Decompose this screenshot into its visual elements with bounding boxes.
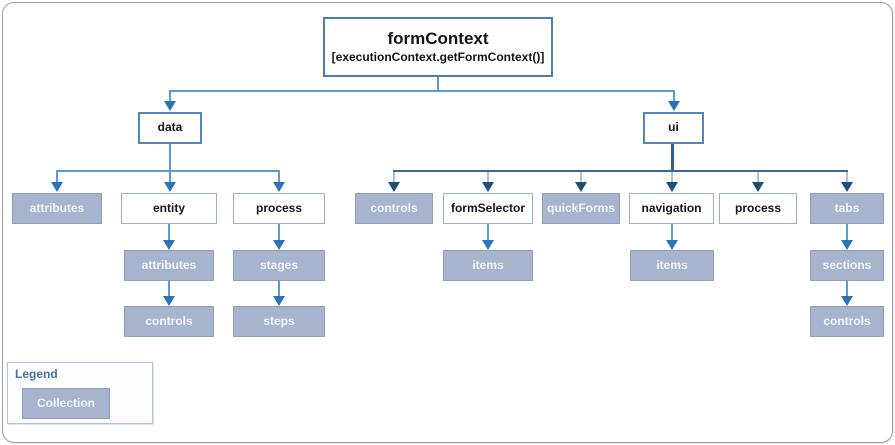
connector-line [168, 224, 170, 241]
connector-line [393, 172, 395, 182]
node-label: quickForms [546, 200, 615, 215]
connector-line [168, 281, 170, 297]
connector-line [169, 92, 171, 101]
arrowhead-icon [388, 182, 400, 192]
connector-line [487, 172, 489, 182]
connector-line [487, 224, 489, 241]
node-process-stages: stages [233, 250, 325, 281]
node-label: formSelector [450, 200, 526, 215]
arrowhead-icon [666, 182, 678, 192]
arrowhead-icon [51, 182, 63, 192]
node-label: sections [822, 257, 872, 272]
arrowhead-icon [666, 240, 678, 250]
node-entity-controls: controls [124, 306, 214, 337]
connector-line [846, 224, 848, 241]
node-label: process [255, 200, 303, 215]
node-sections-controls: controls [810, 306, 884, 337]
node-label: steps [263, 313, 295, 328]
node-navigation: navigation [629, 193, 714, 224]
connector-line [278, 281, 280, 297]
node-entity: entity [121, 193, 217, 224]
connector-line [757, 172, 759, 182]
connector-line [169, 172, 171, 182]
node-form-context-title: formContext [387, 29, 489, 49]
legend-collection-label: Collection [36, 395, 95, 410]
arrowhead-icon [752, 182, 764, 192]
node-tabs: tabs [810, 193, 884, 224]
connector-line [56, 172, 58, 182]
arrowhead-icon [273, 182, 285, 192]
node-data-label: data [157, 120, 183, 135]
connector-line [278, 172, 280, 182]
connector-line [671, 172, 673, 182]
arrowhead-icon [273, 240, 285, 250]
arrowhead-icon [841, 296, 853, 306]
node-label: navigation [641, 200, 702, 215]
node-form-context: formContext [executionContext.getFormCon… [323, 17, 553, 77]
node-label: controls [823, 313, 871, 328]
connector-line [846, 281, 848, 297]
arrowhead-icon [575, 182, 587, 192]
connector-line [673, 92, 675, 101]
node-entity-attributes: attributes [124, 250, 214, 281]
connector-line [671, 144, 674, 171]
node-label: process [734, 200, 782, 215]
arrowhead-icon [163, 296, 175, 306]
node-ui-process: process [719, 193, 797, 224]
arrowhead-icon [164, 101, 176, 111]
node-data: data [138, 112, 202, 144]
legend-title: Legend [15, 367, 58, 381]
node-form-selector: formSelector [443, 193, 533, 224]
connector-line [393, 170, 848, 172]
node-ui-label: ui [668, 120, 679, 135]
legend-panel: Legend Collection [7, 362, 153, 424]
node-label: stages [259, 257, 299, 272]
connector-line [437, 77, 439, 91]
connector-line [169, 90, 675, 92]
arrowhead-icon [841, 182, 853, 192]
node-ui: ui [643, 112, 704, 144]
node-tabs-sections: sections [810, 250, 884, 281]
node-data-attributes: attributes [12, 193, 102, 224]
node-ui-controls: controls [355, 193, 433, 224]
connector-line [671, 224, 673, 241]
node-label: attributes [141, 257, 197, 272]
arrowhead-icon [668, 101, 680, 111]
connector-line [278, 224, 280, 241]
arrowhead-icon [482, 240, 494, 250]
node-form-context-subtitle: [executionContext.getFormContext()] [331, 49, 545, 64]
node-navigation-items: items [630, 250, 714, 281]
legend-collection-swatch: Collection [22, 388, 110, 419]
connector-line [56, 170, 280, 172]
connector-line [169, 144, 171, 171]
node-quick-forms: quickForms [542, 193, 620, 224]
node-label: items [472, 257, 504, 272]
node-data-process: process [233, 193, 325, 224]
connector-line [580, 172, 582, 182]
arrowhead-icon [841, 240, 853, 250]
node-label: controls [145, 313, 193, 328]
arrowhead-icon [164, 182, 176, 192]
node-label: attributes [29, 200, 85, 215]
arrowhead-icon [163, 240, 175, 250]
node-label: entity [152, 200, 185, 215]
node-label: tabs [834, 200, 860, 215]
connector-line [846, 172, 848, 182]
arrowhead-icon [273, 296, 285, 306]
node-form-selector-items: items [443, 250, 533, 281]
node-process-steps: steps [233, 306, 325, 337]
node-label: controls [370, 200, 418, 215]
arrowhead-icon [482, 182, 494, 192]
node-label: items [656, 257, 688, 272]
